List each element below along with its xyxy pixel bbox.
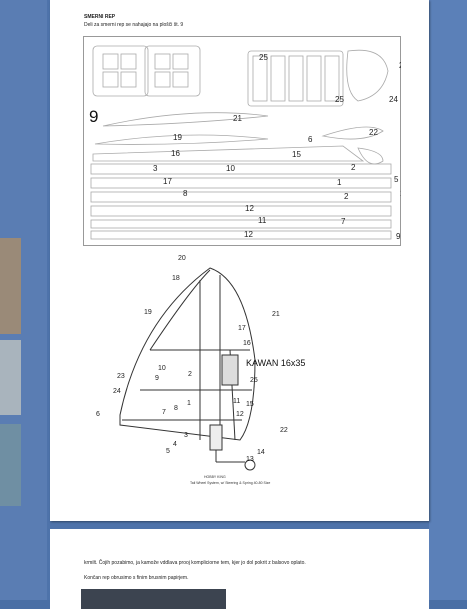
- svg-text:11: 11: [258, 216, 267, 225]
- svg-text:1: 1: [337, 178, 342, 187]
- svg-text:1: 1: [187, 400, 191, 407]
- document-page-2[interactable]: krmilt. Čojih pozabimo, ja kamože vddlav…: [50, 529, 429, 609]
- svg-text:15: 15: [246, 401, 254, 408]
- section-subheading: Deli za smerni rep se nahajajo na plošči…: [84, 22, 184, 28]
- svg-text:19: 19: [144, 309, 152, 316]
- body-text-2: Končan rep obrusimo s finim brusnim papi…: [84, 575, 189, 581]
- svg-text:7: 7: [341, 217, 346, 226]
- svg-text:21: 21: [233, 114, 242, 123]
- svg-text:9: 9: [155, 375, 159, 382]
- svg-text:25: 25: [259, 53, 268, 62]
- svg-text:3: 3: [184, 432, 188, 439]
- servo-label: KAWAN 16x35: [246, 358, 305, 368]
- svg-text:5: 5: [394, 175, 399, 184]
- svg-text:14: 14: [400, 189, 401, 198]
- caption-line1: HOBBY KING: [204, 475, 226, 479]
- svg-text:12: 12: [245, 204, 254, 213]
- thumbnail-strip[interactable]: [0, 0, 47, 600]
- svg-text:13: 13: [246, 456, 254, 463]
- svg-text:22: 22: [369, 128, 378, 137]
- svg-text:6: 6: [308, 135, 313, 144]
- svg-text:16: 16: [243, 340, 251, 347]
- svg-text:4: 4: [173, 441, 177, 448]
- svg-text:15: 15: [292, 150, 301, 159]
- thumbnail-photo[interactable]: [0, 340, 21, 415]
- svg-text:10: 10: [226, 164, 235, 173]
- laser-cut-sheet: 25 23 24 24 25 21 19 6 16 15 22 20 3 10 …: [83, 36, 401, 246]
- svg-text:25: 25: [250, 377, 258, 384]
- svg-text:17: 17: [163, 177, 172, 186]
- sheet-number: 9: [89, 107, 98, 126]
- svg-text:14: 14: [257, 449, 265, 456]
- thumbnail-photo[interactable]: [0, 424, 21, 506]
- body-text-1: krmilt. Čojih pozabimo, ja kamože vddlav…: [84, 560, 306, 566]
- svg-text:11: 11: [233, 398, 240, 405]
- section-heading: SMERNI REP: [84, 14, 116, 20]
- svg-text:6: 6: [96, 411, 100, 418]
- svg-text:5: 5: [166, 448, 170, 455]
- svg-text:8: 8: [174, 405, 178, 412]
- svg-text:23: 23: [399, 61, 401, 70]
- right-margin: [429, 0, 467, 600]
- svg-text:2: 2: [344, 192, 349, 201]
- svg-text:12: 12: [236, 411, 244, 418]
- svg-text:25: 25: [335, 95, 344, 104]
- svg-text:12: 12: [244, 230, 253, 239]
- svg-text:21: 21: [272, 311, 280, 318]
- svg-text:17: 17: [238, 325, 246, 332]
- svg-text:9: 9: [396, 232, 401, 241]
- svg-text:7: 7: [162, 409, 166, 416]
- svg-text:24: 24: [113, 388, 121, 395]
- svg-text:20: 20: [178, 255, 186, 262]
- svg-text:23: 23: [117, 373, 125, 380]
- svg-text:10: 10: [158, 365, 166, 372]
- svg-text:22: 22: [280, 427, 288, 434]
- svg-text:8: 8: [183, 189, 188, 198]
- svg-text:2: 2: [188, 371, 192, 378]
- svg-text:19: 19: [173, 133, 182, 142]
- svg-text:3: 3: [153, 164, 158, 173]
- rudder-drawing: 20 18 19 21 17 16 10 9 2 25 23 24 6 7 8 …: [96, 255, 305, 485]
- svg-text:2: 2: [351, 163, 356, 172]
- svg-text:24: 24: [389, 95, 398, 104]
- caption-line2: Tail Wheel System, w/ Steering & Spring …: [190, 481, 270, 485]
- thumbnail-photo[interactable]: [0, 238, 21, 334]
- document-page-1[interactable]: SMERNI REP Deli za smerni rep se nahajaj…: [50, 0, 429, 521]
- svg-text:16: 16: [171, 149, 180, 158]
- svg-text:18: 18: [172, 275, 180, 282]
- embedded-photo: [81, 589, 226, 609]
